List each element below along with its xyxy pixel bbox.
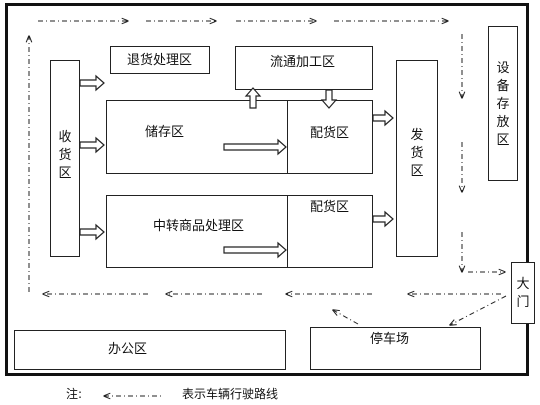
gate-label: 大门 (516, 277, 530, 310)
route-from-parking (333, 310, 359, 325)
flow-arrow-storage-processing (244, 87, 262, 109)
processing-zone: 流通加工区 (235, 46, 373, 90)
flow-arrow-receiving-returns (79, 74, 105, 92)
distribution-zone-bottom-label: 配货区 (310, 200, 350, 215)
returns-zone: 退货处理区 (110, 46, 210, 74)
equipment-zone: 设备存放区 (488, 26, 518, 181)
flow-arrow-receiving-transfer (79, 223, 105, 241)
flow-arrow-processing-distribution (320, 89, 338, 109)
route-to-parking (450, 295, 507, 325)
storage-zone-label: 储存区 (145, 125, 185, 140)
office-zone-label: 办公区 (108, 342, 148, 357)
flow-arrow-storage-distribution (223, 138, 287, 156)
receiving-zone-label: 收货区 (58, 130, 72, 181)
equipment-zone-label: 设备存放区 (496, 61, 510, 148)
flow-arrow-distribution-shipping-top (372, 109, 394, 127)
distribution-zone-top: 配货区 (287, 100, 373, 174)
office-zone: 办公区 (14, 330, 286, 370)
legend-prefix: 注: (66, 387, 83, 401)
site-boundary (5, 3, 529, 376)
flow-arrow-receiving-storage (79, 136, 105, 154)
gate: 大门 (511, 262, 535, 324)
processing-zone-label: 流通加工区 (270, 55, 336, 70)
legend-description: 表示车辆行驶路线 (182, 387, 279, 401)
distribution-zone-top-label: 配货区 (310, 126, 350, 141)
returns-zone-label: 退货处理区 (127, 53, 193, 68)
shipping-zone: 发货区 (396, 60, 438, 257)
flow-arrow-transfer-distribution (223, 241, 287, 259)
parking-zone: 停车场 (310, 327, 481, 370)
flow-arrow-distribution-shipping-bottom (372, 210, 394, 228)
distribution-zone-bottom: 配货区 (287, 195, 373, 268)
transfer-zone-label: 中转商品处理区 (153, 219, 245, 234)
receiving-zone: 收货区 (50, 60, 80, 257)
parking-zone-label: 停车场 (370, 332, 410, 347)
shipping-zone-label: 发货区 (410, 128, 424, 179)
